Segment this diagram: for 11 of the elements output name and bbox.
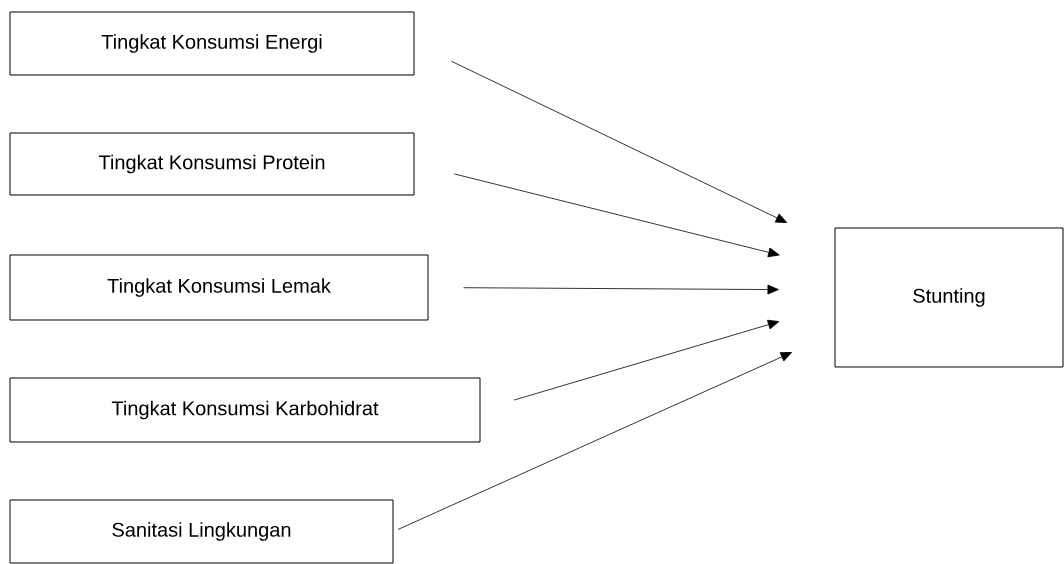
variable-box: Tingkat Konsumsi Lemak	[9, 254, 429, 321]
variable-box: Sanitasi Lingkungan	[9, 499, 394, 564]
arrow	[513, 319, 780, 401]
arrow	[463, 284, 779, 295]
variable-box: Tingkat Konsumsi Energi	[9, 11, 415, 76]
outcome-box: Stunting	[834, 227, 1064, 368]
arrow	[397, 352, 792, 530]
variable-box: Tingkat Konsumsi Karbohidrat	[9, 377, 481, 443]
arrow	[451, 60, 788, 223]
arrow	[453, 173, 780, 258]
variable-box: Tingkat Konsumsi Protein	[9, 132, 415, 196]
